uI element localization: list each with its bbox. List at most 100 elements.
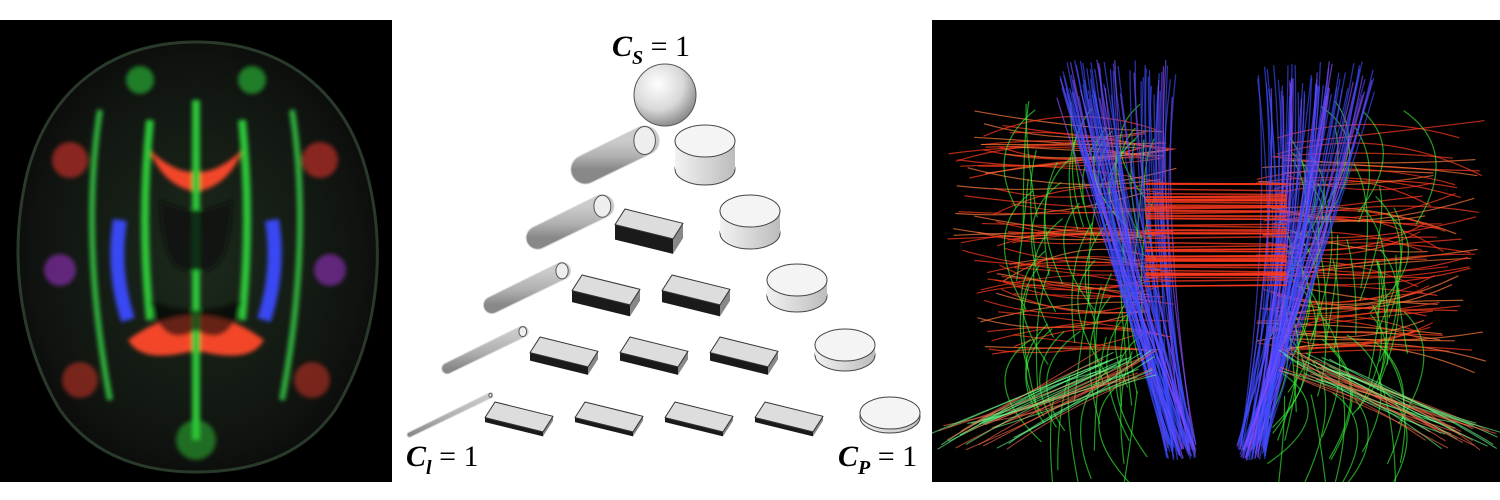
green-fiber — [1377, 261, 1389, 365]
tensor-glyph — [441, 325, 529, 375]
cerebellar-fiber — [1013, 356, 1155, 438]
red-fiber — [1287, 231, 1421, 256]
green-fiber — [1035, 267, 1051, 390]
tensor-glyph — [754, 401, 824, 437]
green-fiber — [1016, 178, 1029, 282]
tractography-panel — [932, 20, 1500, 482]
cerebellar-fiber — [1328, 365, 1500, 433]
blue-fiber — [1263, 79, 1284, 452]
box-top — [529, 336, 599, 368]
green-fiber — [1375, 196, 1402, 318]
box-side — [633, 416, 643, 437]
tensor-glyph — [814, 328, 876, 372]
cylinder-cap — [518, 326, 528, 338]
callosal-fiber — [1145, 266, 1287, 269]
green-fiber — [1025, 103, 1038, 218]
callosal-fiber — [1145, 201, 1287, 205]
box-front — [615, 224, 673, 254]
blue-fiber — [1251, 62, 1355, 449]
cerebellar-fiber — [983, 356, 1132, 425]
blue-fiber — [1264, 62, 1322, 455]
cerebellar-fiber — [1283, 354, 1446, 435]
red-fiber — [1255, 176, 1461, 198]
tensor-glyph — [619, 336, 689, 375]
dec-map-panel — [0, 20, 392, 482]
blue-fiber — [1148, 85, 1174, 451]
box-top — [664, 401, 734, 433]
blue-fiber — [1254, 87, 1318, 446]
box-side — [543, 416, 553, 437]
cl-symbol: C — [406, 440, 427, 473]
box-front — [485, 417, 543, 437]
disk-top — [766, 263, 828, 297]
callosal-fiber — [1145, 188, 1287, 192]
blue-fiber — [1262, 64, 1280, 447]
callosal-fiber — [1145, 198, 1287, 202]
green-fiber — [1375, 207, 1403, 335]
green-fiber — [1347, 398, 1369, 482]
disk-top — [674, 124, 736, 158]
tensor-glyph — [664, 401, 734, 437]
cerebellar-fiber — [994, 369, 1153, 429]
cs-subscript: S — [632, 47, 644, 69]
cerebellar-fiber — [1295, 350, 1464, 443]
green-fiber — [1020, 250, 1049, 365]
tensor-glyph — [484, 401, 554, 437]
cylinder-outline — [441, 325, 529, 375]
red-fiber — [953, 228, 1156, 241]
box-top — [614, 208, 684, 240]
box-side — [723, 416, 733, 437]
cylinder-cap — [633, 126, 656, 156]
red-fiber — [960, 230, 1167, 244]
glyph-triangle — [406, 63, 921, 438]
blue-fiber — [1082, 62, 1170, 445]
box-front — [575, 417, 633, 437]
cerebellar-fiber — [1319, 375, 1497, 434]
red-fiber — [992, 346, 1153, 355]
cylinder-body — [407, 393, 493, 437]
cerebellar-fiber — [983, 350, 1156, 447]
green-fiber — [1030, 182, 1062, 312]
red-fiber — [987, 326, 1173, 338]
callosal-fiber — [1145, 255, 1287, 258]
callosal-fiber — [1145, 279, 1287, 283]
red-fiber — [1002, 124, 1174, 150]
box-side — [673, 223, 683, 254]
disk-top — [719, 194, 781, 228]
green-fiber — [1403, 110, 1437, 225]
cerebellar-fiber — [963, 357, 1141, 434]
cylinder-cap — [593, 194, 612, 218]
green-fiber — [1369, 213, 1410, 313]
cylinder-body — [483, 262, 571, 314]
green-fiber — [1030, 149, 1037, 258]
blue-fiber — [1257, 75, 1364, 442]
green-fiber — [1071, 108, 1093, 228]
red-fiber — [988, 333, 1139, 354]
green-fiber — [1328, 347, 1352, 459]
box-side — [768, 351, 778, 375]
cylinder-outline — [482, 261, 572, 315]
cylinder-body — [526, 195, 614, 249]
box-side — [678, 351, 688, 375]
sphere-glyph — [633, 63, 697, 127]
blue-fiber — [1079, 60, 1175, 448]
tensor-glyph — [766, 263, 828, 313]
red-fiber — [1293, 322, 1433, 347]
green-fiber — [1019, 265, 1040, 371]
green-fiber — [1395, 254, 1409, 354]
green-fiber — [1077, 260, 1112, 381]
box-side — [720, 289, 730, 317]
callosal-fiber — [1145, 224, 1287, 229]
green-fiber — [1324, 234, 1339, 346]
callosal-fiber — [1145, 269, 1287, 273]
blue-fiber — [1098, 66, 1175, 447]
box-front — [662, 290, 720, 317]
callosal-fiber — [1145, 235, 1287, 240]
blue-fiber — [1250, 87, 1330, 450]
cerebellar-fiber — [1297, 377, 1449, 449]
callosal-fiber — [1145, 264, 1287, 267]
green-fiber — [1049, 396, 1055, 482]
callosal-fiber — [1145, 217, 1287, 221]
red-fiber — [991, 319, 1170, 342]
box-front — [665, 417, 723, 437]
